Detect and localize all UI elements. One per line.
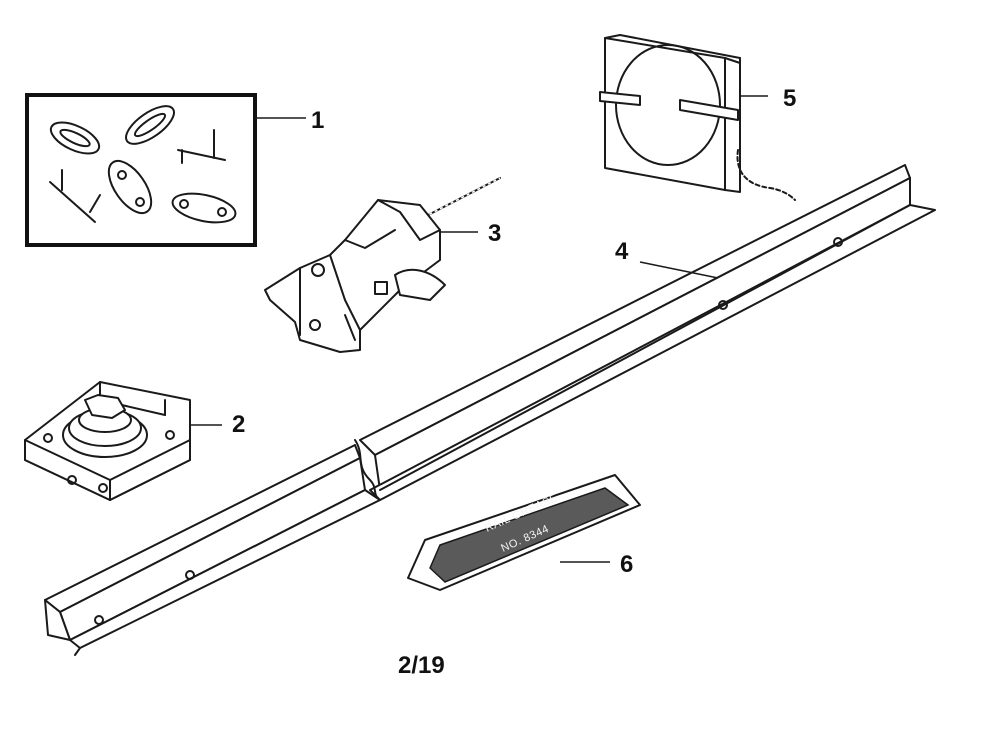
part-6-grease-packet: RAIL GREASE NO. 8344 [407,474,641,591]
part-2-idler-bracket [24,381,222,501]
master-link-icon [49,121,101,155]
part-4-rail [44,164,936,656]
page-label: 2/19 [398,652,445,679]
part-3-trolley [264,177,501,353]
leader-4 [639,261,719,279]
callout-3: 3 [488,220,501,247]
callout-5: 5 [783,85,796,112]
part-1-kit [25,93,306,247]
link-plate-icon [107,159,153,215]
callout-2: 2 [232,411,245,438]
callout-4: 4 [615,238,629,265]
clevis-pin-icon [177,129,226,164]
part-5-chain-package [599,34,796,201]
master-link-icon [125,105,175,145]
callout-6: 6 [620,551,633,578]
clevis-pin-icon [49,169,101,223]
link-plate-icon [171,192,237,224]
callout-1: 1 [311,107,324,134]
